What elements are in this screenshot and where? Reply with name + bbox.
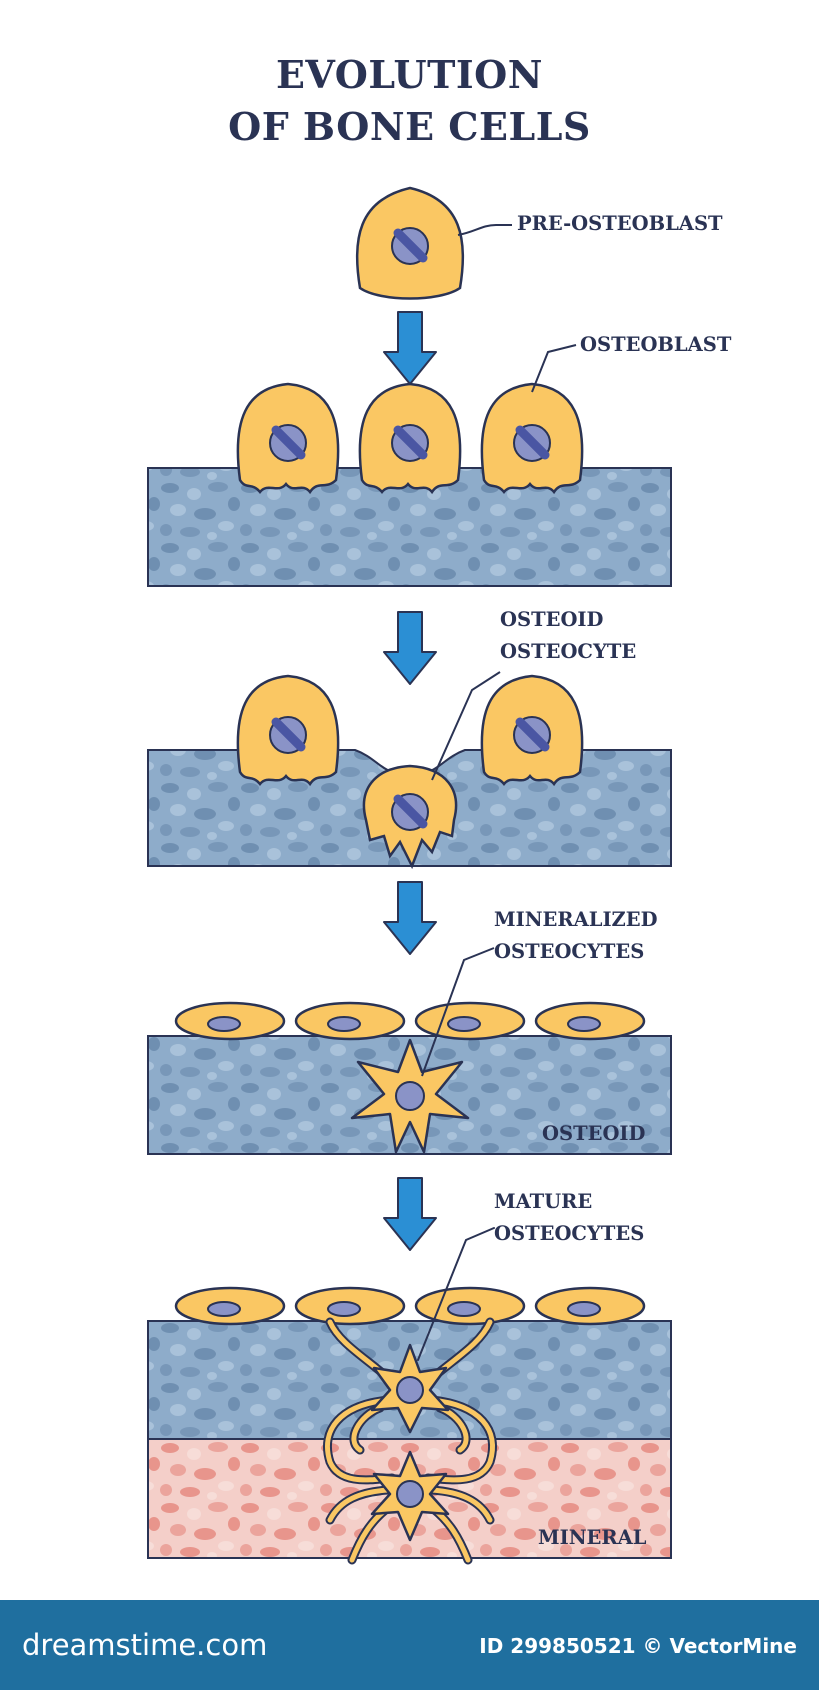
label-osteoblast: OSTEOBLAST [580,333,732,356]
label-mineral-layer: MINERAL [538,1526,647,1549]
arrow-4 [383,1177,437,1251]
arrow-3 [383,881,437,955]
footer-bar: dreamstime.com ID 299850521 © VectorMine [0,1600,819,1690]
arrow-2 [383,611,437,685]
layer2-cells [236,671,584,870]
label-osteoid-osteocyte-line-1: OSTEOID [500,608,604,631]
title-line-2: OF BONE CELLS [228,104,591,149]
footer-id: ID 299850521 © VectorMine [479,1634,797,1658]
layer3-lining-cells [174,1001,646,1041]
label-osteoid-layer: OSTEOID [542,1122,646,1145]
label-osteoid-osteocyte-line-2: OSTEOCYTE [500,640,637,663]
label-mineralized-line-2: OSTEOCYTES [494,940,645,963]
osteoblast-cells [236,344,584,495]
label-mature-line-1: MATURE [494,1190,593,1213]
osteoid-layer-1 [147,467,672,587]
mineralized-osteocyte-cell [350,947,495,1154]
footer-logo: dreamstime.com [22,1628,268,1662]
arrow-1 [383,311,437,385]
label-mineralized-line-1: MINERALIZED [494,908,658,931]
layer4-lining-cells [174,1286,646,1326]
title-line-1: EVOLUTION [275,52,544,97]
mature-osteocyte-cells [323,1227,497,1565]
pre-osteoblast-cell [355,186,512,300]
bone-cell-diagram [147,186,672,1565]
label-pre-osteoblast: PRE-OSTEOBLAST [517,212,723,235]
label-mature-line-2: OSTEOCYTES [494,1222,645,1245]
